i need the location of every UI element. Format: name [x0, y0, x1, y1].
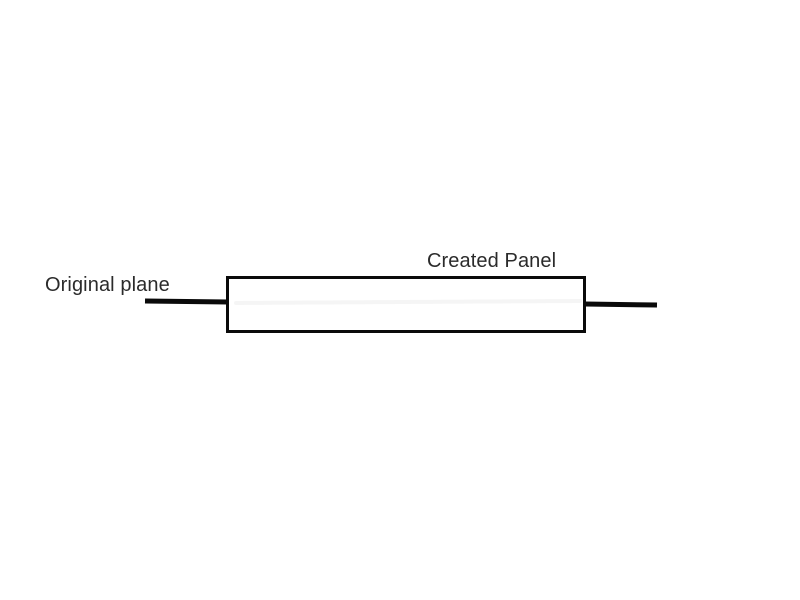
- original-plane-right-segment: [584, 301, 658, 308]
- panel-interior-ghost-line: [234, 299, 582, 305]
- original-plane-left-segment: [144, 298, 229, 305]
- created-panel-label: Created Panel: [427, 250, 557, 272]
- original-plane-label: Original plane: [45, 274, 170, 296]
